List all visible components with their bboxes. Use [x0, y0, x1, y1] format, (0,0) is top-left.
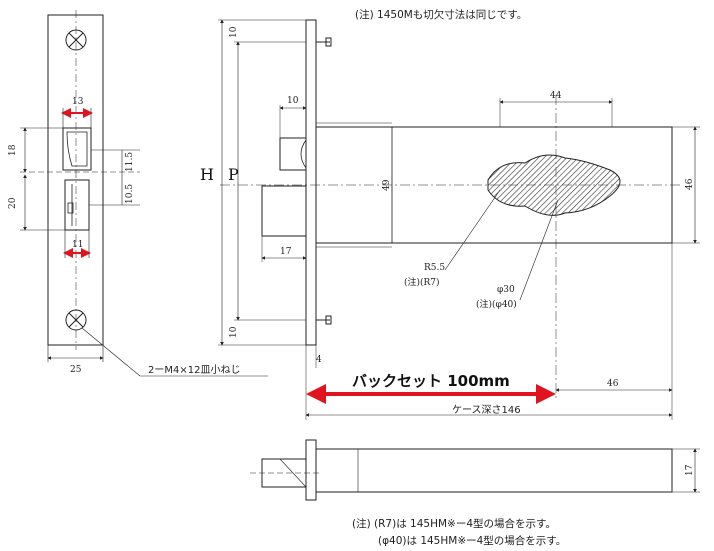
front-view: [20, 10, 268, 377]
dim-44: 44: [550, 91, 562, 101]
label-P: P: [228, 165, 239, 184]
dim-18: 18: [8, 144, 18, 156]
bottom-case: [315, 448, 673, 493]
dim-17-bottom: 17: [685, 464, 695, 476]
bottom-note-1: (注) (R7)は 145HM※ー4型の場合を示す。: [352, 517, 556, 530]
dim-25: 25: [70, 365, 82, 375]
r55-label: R5.5: [424, 263, 445, 273]
dim-46-right: 46: [685, 178, 695, 190]
deadbolt-hole: [64, 179, 90, 231]
dim-10-bottom: 10: [229, 326, 239, 338]
latch-hole: [62, 127, 92, 171]
dim-20: 20: [8, 197, 18, 209]
bottom-faceplate: [305, 439, 317, 501]
latch: [279, 137, 307, 171]
cylinder-hole-hatch: [487, 154, 621, 216]
dim-49: 49: [382, 179, 392, 191]
screw-label: 2ーM4×12皿小ねじ: [148, 364, 240, 376]
dim-11: 11: [72, 240, 83, 250]
case-depth-label: ケース深さ146: [452, 404, 521, 416]
backset-label: バックセット 100mm: [352, 372, 510, 390]
faceplate-outline: [47, 14, 104, 346]
side-faceplate: [305, 19, 317, 346]
dim-17-side: 17: [280, 247, 292, 257]
phi40-label: (注)(φ40): [476, 298, 517, 310]
dim-4: 4: [316, 355, 322, 365]
dim-11-5: 11.5: [125, 152, 135, 172]
dim-10-top: 10: [229, 26, 239, 38]
dim-10-latch: 10: [287, 96, 299, 106]
dim-13: 13: [72, 97, 84, 107]
dim-46-bottom: 46: [607, 379, 619, 389]
side-view: [218, 19, 700, 420]
deadbolt: [261, 185, 307, 237]
phi30-label: φ30: [497, 285, 515, 295]
bottom-view: [250, 439, 700, 501]
bottom-note-2: (φ40)は 145HM※ー4型の場合を示す。: [378, 534, 566, 547]
top-note: (注) 1450Mも切欠寸法は同じです。: [355, 8, 527, 21]
label-H: H: [200, 165, 214, 184]
dim-10-5: 10.5: [125, 184, 135, 204]
r7-label: (注)(R7): [404, 276, 440, 288]
